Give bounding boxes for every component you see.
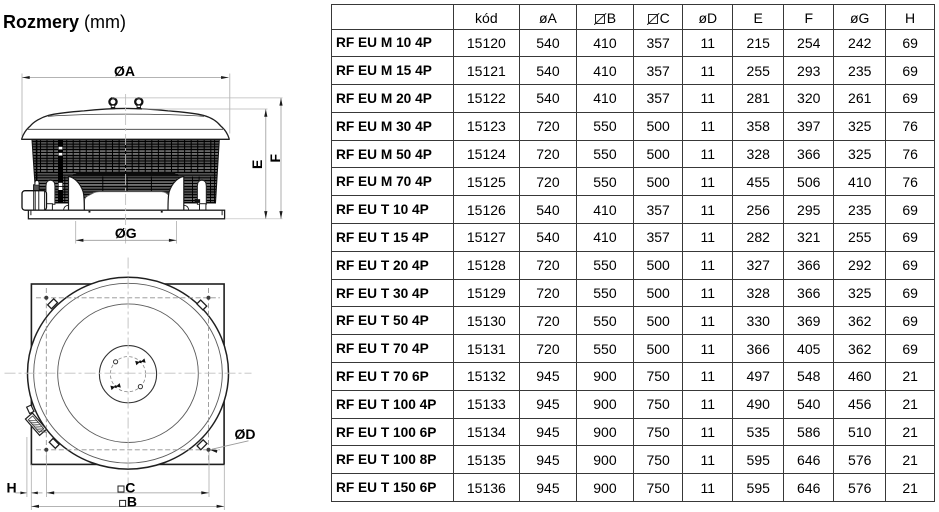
- svg-text:E: E: [249, 160, 265, 169]
- svg-text:ØG: ØG: [115, 225, 137, 241]
- svg-text:ØD: ØD: [235, 426, 256, 442]
- svg-text:B: B: [127, 494, 137, 510]
- svg-text:ØA: ØA: [114, 63, 135, 79]
- svg-text:F: F: [267, 153, 283, 162]
- svg-text:C: C: [125, 479, 135, 495]
- svg-text:H: H: [7, 479, 17, 495]
